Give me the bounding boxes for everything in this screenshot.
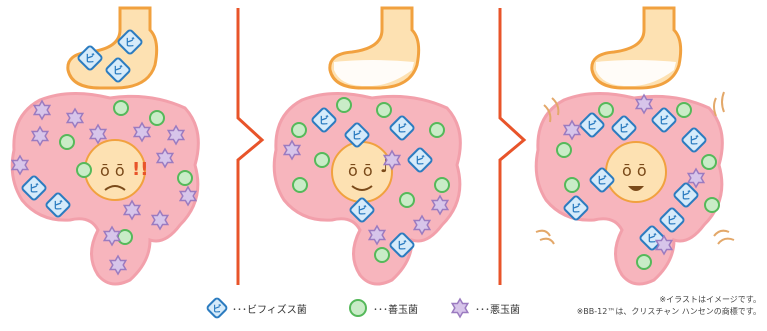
bifidus-glyph: ビ [212, 303, 221, 315]
good-bacteria [705, 198, 719, 212]
good-bacteria [292, 123, 306, 137]
bifidus-icon: ビ [206, 297, 228, 319]
good-bacteria [435, 178, 449, 192]
panel-before: ō ō !! [12, 8, 198, 284]
divider-arrow-2 [500, 8, 524, 285]
panel-during: ō ō ♪ [274, 8, 460, 284]
legend-bifidus: ビ ･･･ビフィズス菌 [206, 293, 307, 323]
good-bacteria [599, 103, 613, 117]
note-trademark: ※BB-12™は、クリスチャン ハンセンの商標です。 [577, 306, 761, 318]
legend-good: ･･･善玉菌 [347, 293, 418, 323]
good-bacteria [315, 153, 329, 167]
panel-after: ō ō [536, 8, 734, 284]
legend-bad-label: ･･･悪玉菌 [475, 301, 520, 316]
face-eyes: ō ō [100, 161, 125, 180]
face-eyes: ō ō [348, 161, 373, 180]
good-bacteria [375, 248, 389, 262]
good-bacteria [178, 171, 192, 185]
good-bacteria [677, 103, 691, 117]
good-bacteria [293, 178, 307, 192]
good-bacteria [377, 103, 391, 117]
good-bacteria [557, 143, 571, 157]
good-bacteria [150, 111, 164, 125]
good-bacteria [565, 178, 579, 192]
good-bacteria-icon [347, 297, 369, 319]
legend-bad: ･･･悪玉菌 [449, 293, 520, 323]
footnotes: ※イラストはイメージです。 ※BB-12™は、クリスチャン ハンセンの商標です。 [577, 294, 761, 318]
good-bacteria [400, 193, 414, 207]
legend-good-label: ･･･善玉菌 [373, 301, 418, 316]
good-bacteria [430, 123, 444, 137]
good-bacteria [77, 163, 91, 177]
good-bacteria [337, 98, 351, 112]
bad-bacteria-icon [449, 297, 471, 319]
intestine-illustration: ビ ō ō !! ō ō ♪ [0, 0, 767, 290]
face-eyes: ō ō [622, 161, 647, 180]
exclaim-mark: !! [132, 159, 148, 180]
divider-arrow-1 [238, 8, 262, 285]
good-bacteria [702, 155, 716, 169]
note-illustration: ※イラストはイメージです。 [577, 294, 761, 306]
good-bacteria [637, 255, 651, 269]
good-bacteria [60, 135, 74, 149]
legend-bifidus-label: ･･･ビフィズス菌 [232, 301, 307, 316]
good-bacteria [114, 101, 128, 115]
